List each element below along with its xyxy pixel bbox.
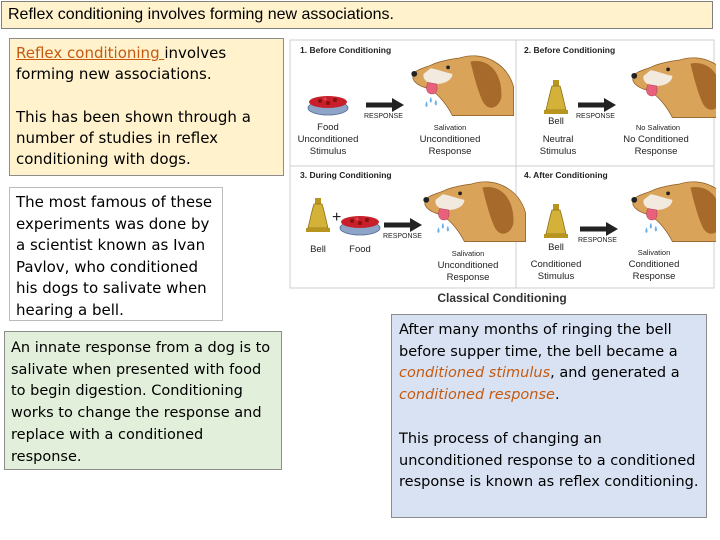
svg-text:Response: Response [447,272,490,283]
svg-text:No Conditioned: No Conditioned [623,134,689,145]
svg-text:Neutral: Neutral [543,134,574,145]
svg-text:Unconditioned: Unconditioned [298,134,359,145]
innate-response-box: An innate response from a dog is to sali… [4,331,282,470]
innate-response-text: An innate response from a dog is to sali… [11,340,271,465]
panel-4-heading: 4. After Conditioning [524,170,608,180]
svg-text:Response: Response [633,271,676,282]
panel-3-stimulus-bell: Bell [310,244,326,255]
conditioned-response-term: conditioned response [399,387,555,404]
svg-text:Conditioned: Conditioned [531,259,582,270]
panel-3-stimulus-food: Food [349,244,371,255]
svg-text:Stimulus: Stimulus [540,146,577,157]
panel-3-heading: 3. During Conditioning [300,170,392,180]
plus-icon: + [332,209,341,226]
classical-conditioning-diagram: 1. Before Conditioning RESPONSE Food Unc… [289,39,716,305]
panel-4-stimulus: Bell [548,242,564,253]
pavlov-box: The most famous of these experiments was… [9,187,223,321]
studies-text: This has been shown through a number of … [16,108,251,168]
svg-text:Conditioned: Conditioned [629,259,680,270]
svg-text:Stimulus: Stimulus [538,271,575,282]
diagram-caption: Classical Conditioning [437,291,566,305]
response-label: RESPONSE [364,113,403,120]
explanation-para-2: This process of changing an unconditione… [399,430,699,491]
panel-1-stimulus: Food [317,122,339,133]
pavlov-text: The most famous of these experiments was… [16,193,213,319]
panel-3-response: Salivation [452,249,485,258]
panel-1-heading: 1. Before Conditioning [300,45,391,55]
panel-2-response: No Salivation [636,123,680,132]
panel-2-heading: 2. Before Conditioning [524,45,615,55]
conditioned-stimulus-term: conditioned stimulus [399,365,551,382]
intro-box: Reflex conditioning involves forming new… [9,38,284,176]
intro-text: Reflex conditioning involves forming new… [16,43,277,85]
food-bowl-icon [339,215,381,236]
svg-text:Unconditioned: Unconditioned [438,260,499,271]
panel-4-response: Salivation [638,248,671,257]
reflex-conditioning-link[interactable]: Reflex conditioning [16,44,165,62]
svg-text:Unconditioned: Unconditioned [420,134,481,145]
svg-text:Stimulus: Stimulus [310,146,347,157]
intro-rest: involves forming new associations. [16,44,227,83]
svg-text:RESPONSE: RESPONSE [578,237,617,244]
slide-title: Reflex conditioning involves forming new… [1,1,713,29]
svg-text:Response: Response [635,146,678,157]
panel-2-stimulus: Bell [548,116,564,127]
food-bowl-icon [307,95,349,116]
svg-text:RESPONSE: RESPONSE [576,113,615,120]
explanation-para-1: After many months of ringing the bell be… [399,322,680,404]
panel-1-response: Salivation [434,123,467,132]
svg-text:Response: Response [429,146,472,157]
conditioning-explanation-box: After many months of ringing the bell be… [391,314,707,518]
svg-text:RESPONSE: RESPONSE [383,233,422,240]
